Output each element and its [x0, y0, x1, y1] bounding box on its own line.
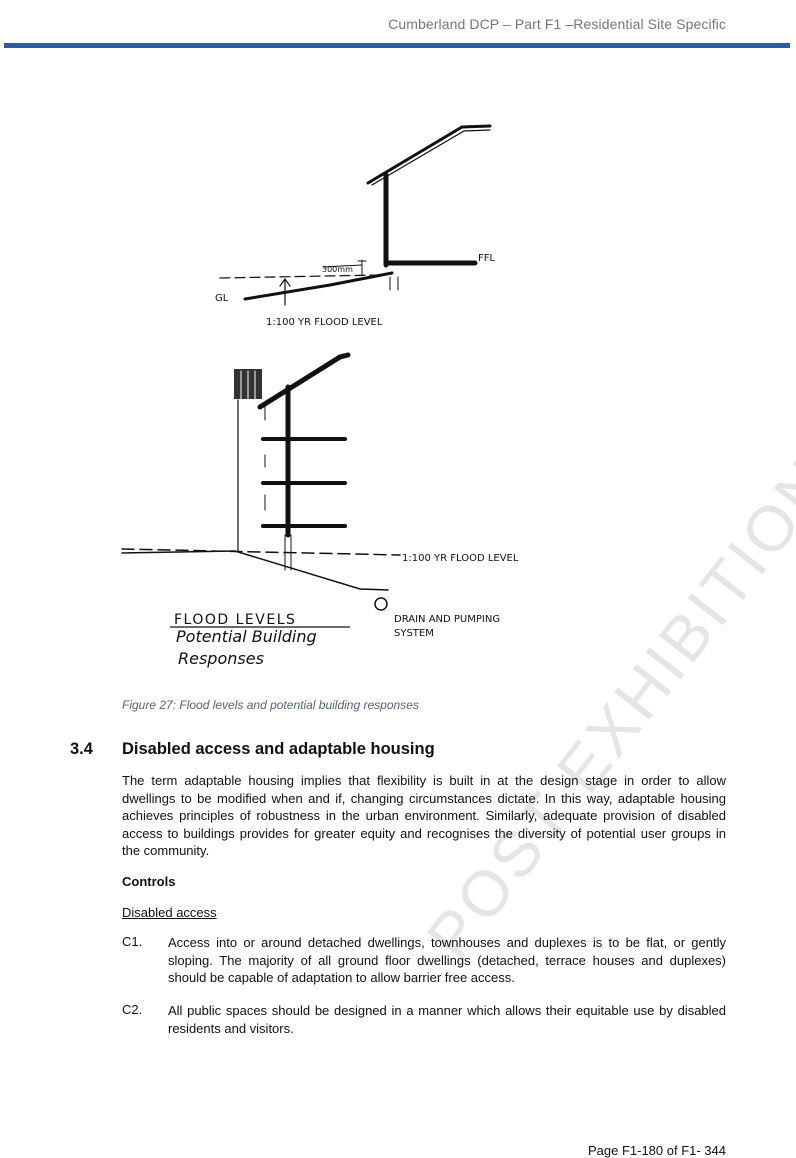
system-label: SYSTEM [394, 628, 434, 639]
control-text: All public spaces should be designed in … [168, 1003, 726, 1036]
lower-roof-line [257, 352, 351, 410]
upper-ground-line [243, 271, 394, 301]
page-header-title: Cumberland DCP – Part F1 –Residential Si… [388, 16, 726, 32]
sketch-title-line2: Potential Building [176, 627, 317, 646]
section-number: 3.4 [70, 740, 93, 758]
drain-label: DRAIN AND PUMPING [394, 614, 500, 625]
disabled-access-subheading: Disabled access [122, 905, 217, 920]
flood-levels-figure: FFL GL 300mm 1:100 YR FLOOD LEVEL 1:100 … [110, 115, 570, 680]
section-title: Disabled access and adaptable housing [122, 740, 435, 758]
upper-roof-line [366, 124, 492, 185]
sketch-title-line3: Responses [178, 649, 264, 668]
section-intro-paragraph: The term adaptable housing implies that … [122, 773, 726, 858]
lower-flood-dashes [121, 548, 401, 556]
sketch-title-line1: FLOOD LEVELS [174, 612, 296, 628]
ffl-label: FFL [478, 253, 496, 264]
lower-ground-line [121, 550, 389, 591]
flood-levels-sketch: FFL GL 300mm 1:100 YR FLOOD LEVEL 1:100 … [121, 124, 519, 668]
upper-flood-dashes [219, 274, 381, 279]
control-text: Access into or around detached dwellings… [168, 935, 726, 985]
header-rule [4, 43, 790, 48]
figure-caption: Figure 27: Flood levels and potential bu… [122, 698, 419, 712]
freeboard-label: 300mm [322, 265, 353, 274]
drain-symbol [374, 597, 388, 611]
lower-flood-label: 1:100 YR FLOOD LEVEL [402, 553, 519, 564]
control-item-c1: C1. Access into or around detached dwell… [122, 934, 726, 987]
gl-label: GL [215, 293, 229, 304]
upper-flood-label: 1:100 YR FLOOD LEVEL [266, 317, 383, 328]
controls-heading: Controls [122, 874, 176, 889]
page-number-footer: Page F1-180 of F1- 344 [587, 1143, 726, 1158]
lower-sketch [121, 352, 401, 611]
control-item-c2: C2. All public spaces should be designed… [122, 1002, 726, 1037]
control-code: C1. [122, 934, 143, 949]
upper-sketch [219, 124, 492, 306]
control-code: C2. [122, 1002, 143, 1017]
